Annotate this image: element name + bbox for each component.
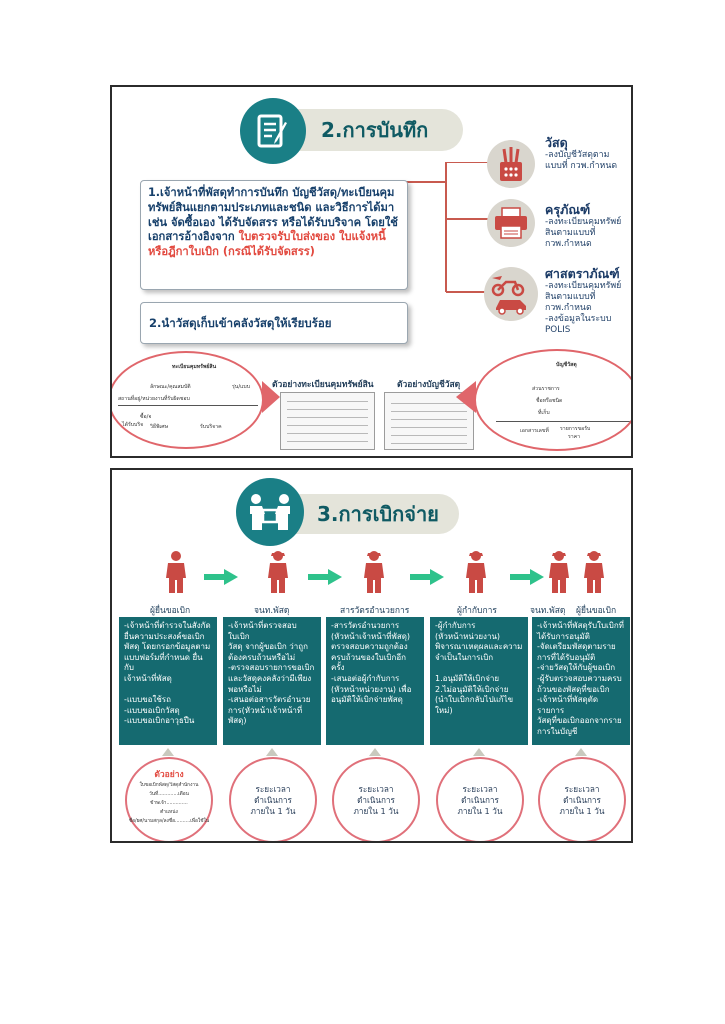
stage-description-box: -เจ้าหน้าที่พัสดุรับใบเบิกที่ ได้รับการอ… [532,617,630,745]
supplies-desc: -ลงบัญชีวัสดุตาม แบบที่ กวพ.กำหนด [545,150,618,171]
person-figure-icon [580,550,608,598]
supplies-icon-circle [487,140,535,188]
stage-label: ผู้กำกับการ [457,606,497,616]
right-arrow-icon [410,569,444,589]
recording-title-pill: 2.การบันทึก [287,109,463,151]
asset-register-thumbnail [280,392,375,450]
recording-panel: 2.การบันทึก 1.เจ้าหน้าที่พัสดุทำการบันทึ… [110,85,633,458]
motorcycle-car-icon [491,276,526,315]
asset-register-example-label: ตัวอย่างทะเบียนคุมทรัพย์สิน [272,380,374,390]
form-example-line: วันที่.............เดือน [149,792,189,797]
stage-description-box: -สารวัตรอำนวยการ (หัวหน้าเจ้าหน้าที่พัสด… [326,617,424,745]
person-figure-icon [462,550,490,598]
zoom-pointer-left [262,381,280,413]
recording-title: 2.การบันทึก [321,118,429,142]
duration-text: ระยะเวลา ดำเนินการ ภายใน 1 วัน [559,783,605,816]
duration-circle: ระยะเวลา ดำเนินการ ภายใน 1 วัน [538,757,626,841]
right-arrow-icon [510,569,544,589]
supplies-title: วัสดุ [545,135,568,150]
printer-icon [495,207,527,239]
right-arrow-icon [308,569,342,589]
category-connector-lines [402,162,490,293]
stage-label: ผู้ยื่นขอเบิก [150,606,191,616]
stage-label: ผู้ยื่นขอเบิก [576,606,617,616]
pencil-cup-icon [500,147,522,181]
notebook-pencil-icon [257,114,287,148]
pointer-triangle [473,748,485,756]
person-figure-icon [545,550,573,598]
equipment-icon-circle [487,199,535,247]
duration-circle: ระยะเวลา ดำเนินการ ภายใน 1 วัน [436,757,524,841]
disbursement-title-pill: 3.การเบิกจ่าย [287,494,459,534]
stage-description-box: -ผู้กำกับการ (หัวหน้าหน่วยงาน) พิจารณาเห… [430,617,528,745]
pointer-triangle [369,748,381,756]
weapons-vehicles-title: ศาสตราภัณฑ์ [545,266,620,281]
form-example-line: ใบขอเบิกพัสดุ/วัสดุสำนักงาน [139,783,199,788]
recording-step1-box: 1.เจ้าหน้าที่พัสดุทำการบันทึก บัญชีวัสดุ… [140,180,408,290]
recording-step1-text: 1.เจ้าหน้าที่พัสดุทำการบันทึก บัญชีวัสดุ… [148,186,398,244]
equipment-desc: -ลงทะเบียนคุมทรัพย์ สินตามแบบที่ กวพ.กำห… [545,217,622,249]
duration-text: ระยะเวลา ดำเนินการ ภายใน 1 วัน [457,783,503,816]
right-arrow-icon [204,569,238,589]
recording-step2-box: 2.นำวัสดุเก็บเข้าคลังวัสดุให้เรียบร้อย [140,302,408,344]
equipment-title: ครุภัณฑ์ [545,202,591,217]
duration-text: ระยะเวลา ดำเนินการ ภายใน 1 วัน [353,783,399,816]
people-handover-box-icon [250,494,290,530]
weapons-vehicles-desc: -ลงทะเบียนคุมทรัพย์ สินตามแบบที่ กวพ.กำห… [545,281,622,335]
pointer-triangle [575,748,587,756]
stage-label: จนท.พัสดุ [254,606,290,616]
disbursement-title: 3.การเบิกจ่าย [317,502,439,526]
form-example-circle: ตัวอย่างใบขอเบิกพัสดุ/วัสดุสำนักงานวันที… [125,757,213,841]
person-figure-icon [162,550,190,598]
stage-label: จนท.พัสดุ [530,606,566,616]
stage-description-box: -เจ้าหน้าที่ตำรวจในสังกัด ยื่นความประสงค… [119,617,217,745]
supply-ledger-zoom: บัญชีวัสดุ ส่วนราชการ ชื่อหรือชนิด ที่เก… [474,349,631,451]
recording-step1-red-text: ใบตรวจรับใบส่งของ ใบแจ้งหนี้ หรือฎีกาใบเ… [148,230,386,259]
zoom-pointer-right [456,381,476,413]
supply-ledger-thumbnail [384,392,474,450]
recording-step2-text: 2.นำวัสดุเก็บเข้าคลังวัสดุให้เรียบร้อย [149,316,332,330]
disbursement-panel: 3.การเบิกจ่าย [110,468,633,843]
supply-ledger-example-label: ตัวอย่างบัญชีวัสดุ [397,380,461,390]
form-example-line: ข้าพเจ้า.............. [150,801,188,806]
duration-text: ระยะเวลา ดำเนินการ ภายใน 1 วัน [250,783,296,816]
duration-circle: ระยะเวลา ดำเนินการ ภายใน 1 วัน [229,757,317,841]
duration-circle: ระยะเวลา ดำเนินการ ภายใน 1 วัน [332,757,420,841]
handover-icon-circle [236,478,304,546]
asset-register-zoom: ทะเบียนคุมทรัพย์สิน ลักษณะ/คุณสมบัติ รุ่… [112,351,264,449]
person-figure-icon [360,550,388,598]
form-example-line: ชื่อ/ยศ/นามสกุล/ลงชื่อ..........เพื่อใช้… [128,819,210,824]
stage-description-box: -เจ้าหน้าที่ตรวจสอบใบเบิก วัสดุ จากผู้ขอ… [223,617,321,745]
weapons-vehicles-icon-circle [484,267,538,321]
pointer-triangle [266,748,278,756]
pointer-triangle [162,748,174,756]
form-example-header: ตัวอย่าง [154,770,184,780]
form-example-line: ตำแหน่ง [160,810,178,815]
stage-label: สารวัตรอำนวยการ [340,606,410,616]
person-figure-icon [264,550,292,598]
notebook-icon-circle [240,98,306,164]
